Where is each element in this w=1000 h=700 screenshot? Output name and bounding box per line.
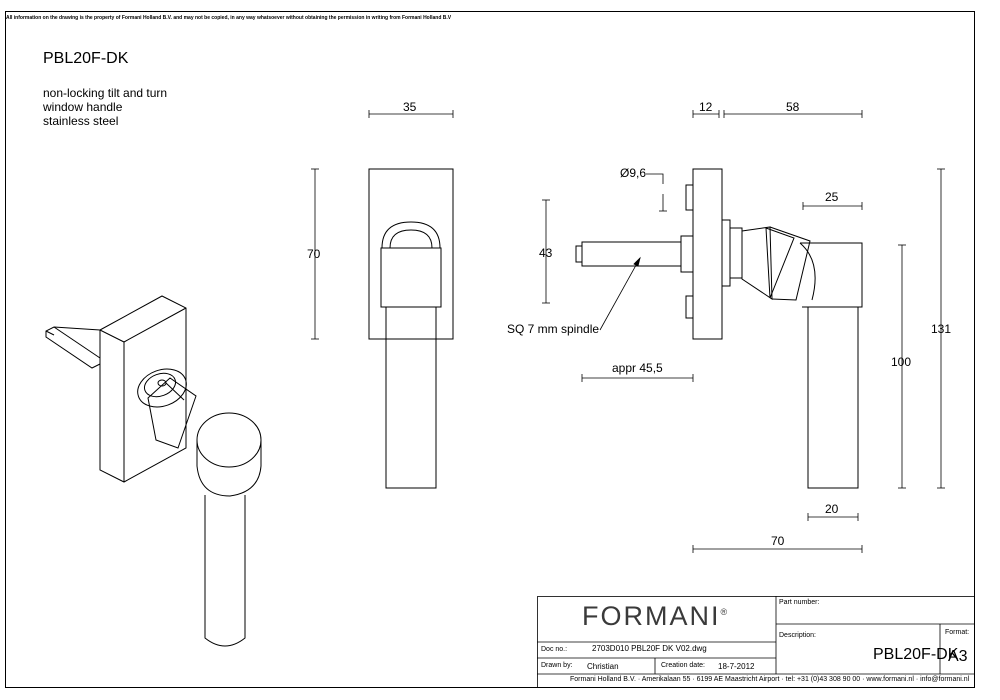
- dim-front-height: 70: [307, 247, 321, 261]
- dim-total-depth: 70: [771, 534, 785, 548]
- dim-grip-width: 20: [825, 502, 839, 516]
- title-block: [537, 596, 975, 688]
- formani-logo: FORMANI®: [582, 601, 728, 631]
- creation-date-value: 18-7-2012: [718, 662, 755, 671]
- dim-projection: 58: [786, 100, 800, 114]
- description-label: Description:: [779, 632, 816, 639]
- dim-grip-length: 100: [891, 355, 912, 369]
- dim-spindle-diameter: Ø9,6: [620, 166, 647, 180]
- format-label: Format:: [945, 629, 970, 636]
- isometric-view: [45, 295, 262, 647]
- dim-spindle-length: appr 45,5: [612, 361, 663, 375]
- creation-date-label: Creation date:: [661, 662, 705, 669]
- copyright-notice: All information on the drawing is the pr…: [6, 15, 452, 21]
- dim-rose-thickness: 12: [699, 100, 713, 114]
- doc-no-value: 2703D010 PBL20F DK V02.dwg: [592, 644, 707, 653]
- dim-spindle-height: 43: [539, 246, 553, 260]
- product-code: PBL20F-DK: [43, 50, 129, 67]
- front-view: [368, 168, 454, 489]
- company-footer: Formani Holland B.V. · Amerikalaan 55 · …: [570, 676, 970, 683]
- doc-no-label: Doc no.:: [541, 646, 568, 653]
- format-value: A3: [948, 648, 968, 665]
- spindle-note: SQ 7 mm spindle: [507, 322, 600, 336]
- description-value: PBL20F-DK: [873, 646, 959, 663]
- dim-total-height: 131: [931, 322, 952, 336]
- drawn-by-label: Drawn by:: [541, 662, 573, 669]
- description-line-2: window handle: [43, 100, 123, 114]
- side-view: [575, 168, 863, 489]
- dim-front-width: 35: [403, 100, 417, 114]
- part-number-label: Part number:: [779, 599, 820, 606]
- dim-grip-top: 25: [825, 190, 839, 204]
- drawing-border: [5, 11, 975, 688]
- drawn-by-value: Christian: [587, 662, 619, 671]
- description-line-3: stainless steel: [43, 114, 119, 128]
- description-line-1: non-locking tilt and turn: [43, 86, 168, 100]
- dimension-lines: [311, 110, 945, 553]
